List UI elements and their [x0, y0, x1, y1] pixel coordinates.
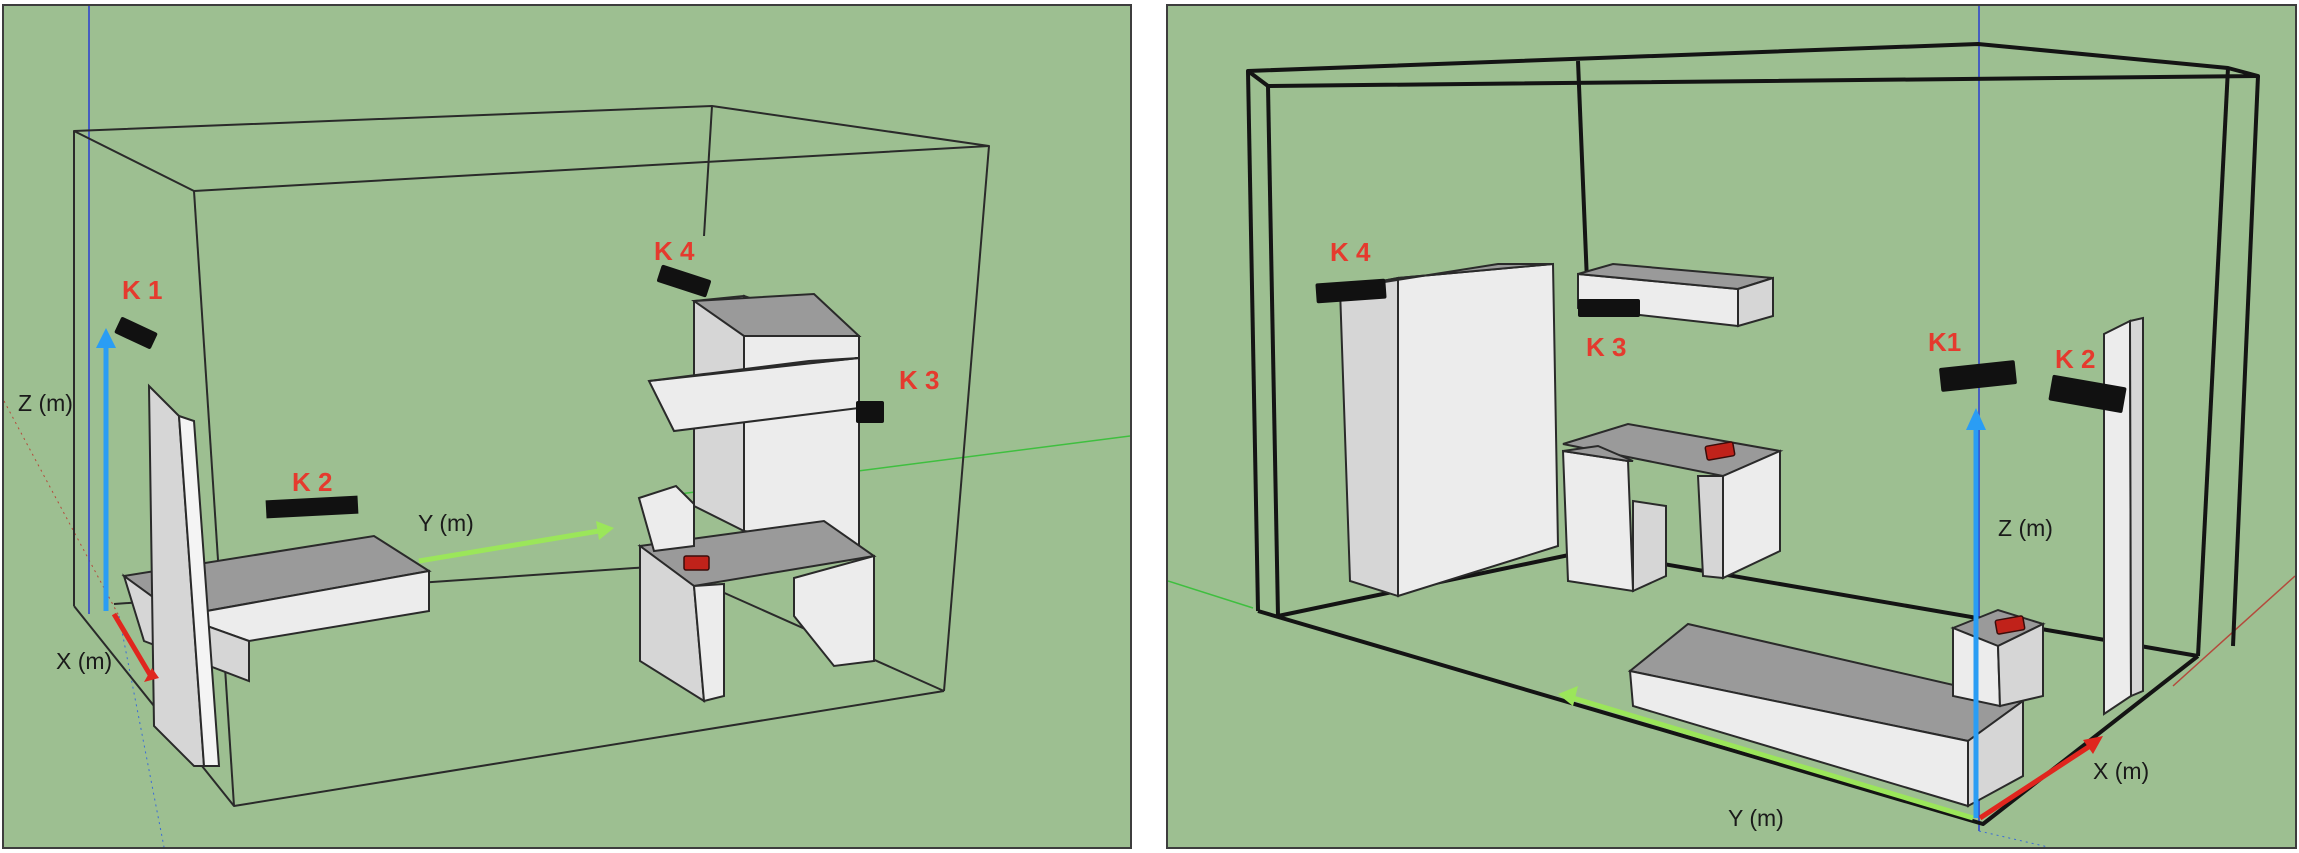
room-3d-scene-right: K1 K 2 K 3 K 4 Z (m) X (m) Y (m) [1168, 6, 2295, 847]
wall-shelf-right [1577, 262, 1774, 328]
label-k3-right: K 3 [1586, 332, 1626, 362]
red-object-left [683, 555, 710, 571]
camera-k3-left [856, 401, 884, 423]
x-axis-label-left: X (m) [56, 648, 112, 674]
label-k4-right: K 4 [1330, 237, 1371, 267]
x-axis-arrow [111, 612, 155, 680]
red-object-cabinet [1994, 615, 2026, 635]
x-axis-label-right: X (m) [2093, 758, 2149, 784]
label-k4-left: K 4 [654, 236, 695, 266]
y-axis-arrow [1572, 695, 1974, 821]
x-axis-guide [4, 400, 120, 617]
label-k1-left: K 1 [122, 275, 162, 305]
desk-chair-left [637, 484, 695, 553]
camera-k4-left [657, 264, 711, 298]
desk-right [1561, 422, 1784, 593]
z-axis-arrowhead [1966, 408, 1986, 430]
camera-k4-right [1315, 278, 1387, 304]
y-axis-extension [1168, 580, 1254, 609]
x-axis-arrow [1978, 743, 2092, 821]
z-axis-label-right: Z (m) [1998, 515, 2053, 541]
room-view-right: K1 K 2 K 3 K 4 Z (m) X (m) Y (m) [1166, 4, 2297, 849]
y-axis-arrow [418, 528, 600, 564]
x-axis-arrowhead [144, 668, 159, 682]
label-k1-right: K1 [1928, 327, 1961, 357]
room-3d-scene-left: K 1 K 2 K 3 K 4 Z (m) Y (m) X (m) [4, 6, 1130, 847]
camera-k3-right [1578, 299, 1640, 317]
z-axis-label-left: Z (m) [18, 390, 73, 416]
wardrobe-right [1338, 262, 1560, 598]
y-axis-arrowhead [596, 521, 614, 540]
camera-k1-right [1939, 360, 2017, 392]
y-axis-label-right: Y (m) [1728, 805, 1784, 831]
x-axis-arrowhead [2083, 736, 2103, 754]
label-k2-right: K 2 [2055, 344, 2095, 374]
z-axis-arrowhead [96, 328, 116, 348]
wall-shelf-left [647, 356, 860, 433]
y-axis-label-left: Y (m) [418, 510, 474, 536]
label-k3-left: K 3 [899, 365, 939, 395]
red-object-desk [1704, 441, 1736, 461]
camera-k2-left [265, 495, 359, 519]
bed-right [1627, 622, 2026, 808]
camera-k1-left [114, 317, 158, 349]
label-k2-left: K 2 [292, 467, 332, 497]
partition-board-left [147, 383, 221, 767]
y-axis-arrowhead [1558, 686, 1578, 706]
partition-board-right [2103, 316, 2144, 716]
camera-k2-right [2048, 374, 2127, 413]
room-view-left: K 1 K 2 K 3 K 4 Z (m) Y (m) X (m) [2, 4, 1132, 849]
